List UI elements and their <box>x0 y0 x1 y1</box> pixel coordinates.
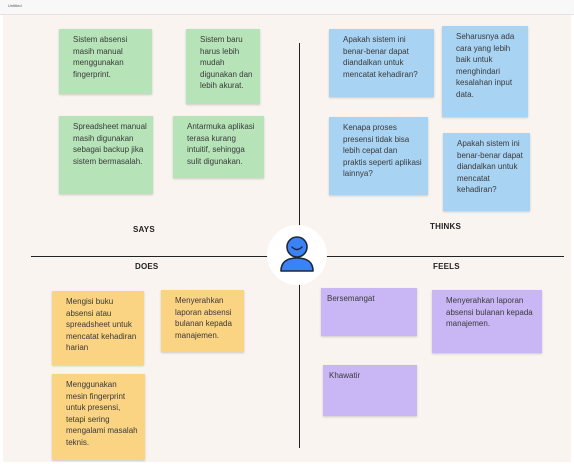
says-note-2[interactable]: Sistem baru harus lebih mudah digunakan … <box>186 29 260 104</box>
does-label: DOES <box>135 262 159 271</box>
thinks-note-3[interactable]: Kenapa proses presensi tidak bisa lebih … <box>329 117 428 195</box>
persona-avatar[interactable] <box>267 225 327 285</box>
thinks-label: THINKS <box>430 222 461 231</box>
feels-note-3[interactable]: Khawatir <box>323 365 417 416</box>
thinks-note-2[interactable]: Seharusnya ada cara yang lebih baik untu… <box>442 26 528 117</box>
thinks-note-1[interactable]: Apakah sistem ini benar-benar dapat dian… <box>329 29 434 97</box>
feels-label: FEELS <box>433 262 460 271</box>
feels-note-1[interactable]: Bersemangat <box>321 288 417 336</box>
does-note-2[interactable]: Menyerahkan laporan absensi bulanan kepa… <box>161 290 244 352</box>
user-avatar-icon <box>280 236 314 272</box>
feels-note-2[interactable]: Menyerahkan laporan absensi bulanan kepa… <box>432 290 542 353</box>
says-note-1[interactable]: Sistem absensi masih manual menggunakan … <box>59 29 152 94</box>
empathy-map-canvas: SAYS THINKS DOES FEELS Sistem absensi ma… <box>3 15 571 462</box>
thinks-note-4[interactable]: Apakah sistem ini benar-benar dapat dian… <box>443 133 530 211</box>
window-title: Untitled <box>8 3 22 8</box>
title-bar: Untitled <box>0 0 574 15</box>
says-note-3[interactable]: Spreadsheet manual masih digunakan sebag… <box>59 116 153 194</box>
does-note-1[interactable]: Mengisi buku absensi atau spreadsheet un… <box>52 291 144 365</box>
says-note-4[interactable]: Antarmuka aplikasi terasa kurang intuiti… <box>173 116 264 178</box>
says-label: SAYS <box>133 225 155 234</box>
does-note-3[interactable]: Menggunakan mesin fingerprint untuk pres… <box>52 374 145 460</box>
